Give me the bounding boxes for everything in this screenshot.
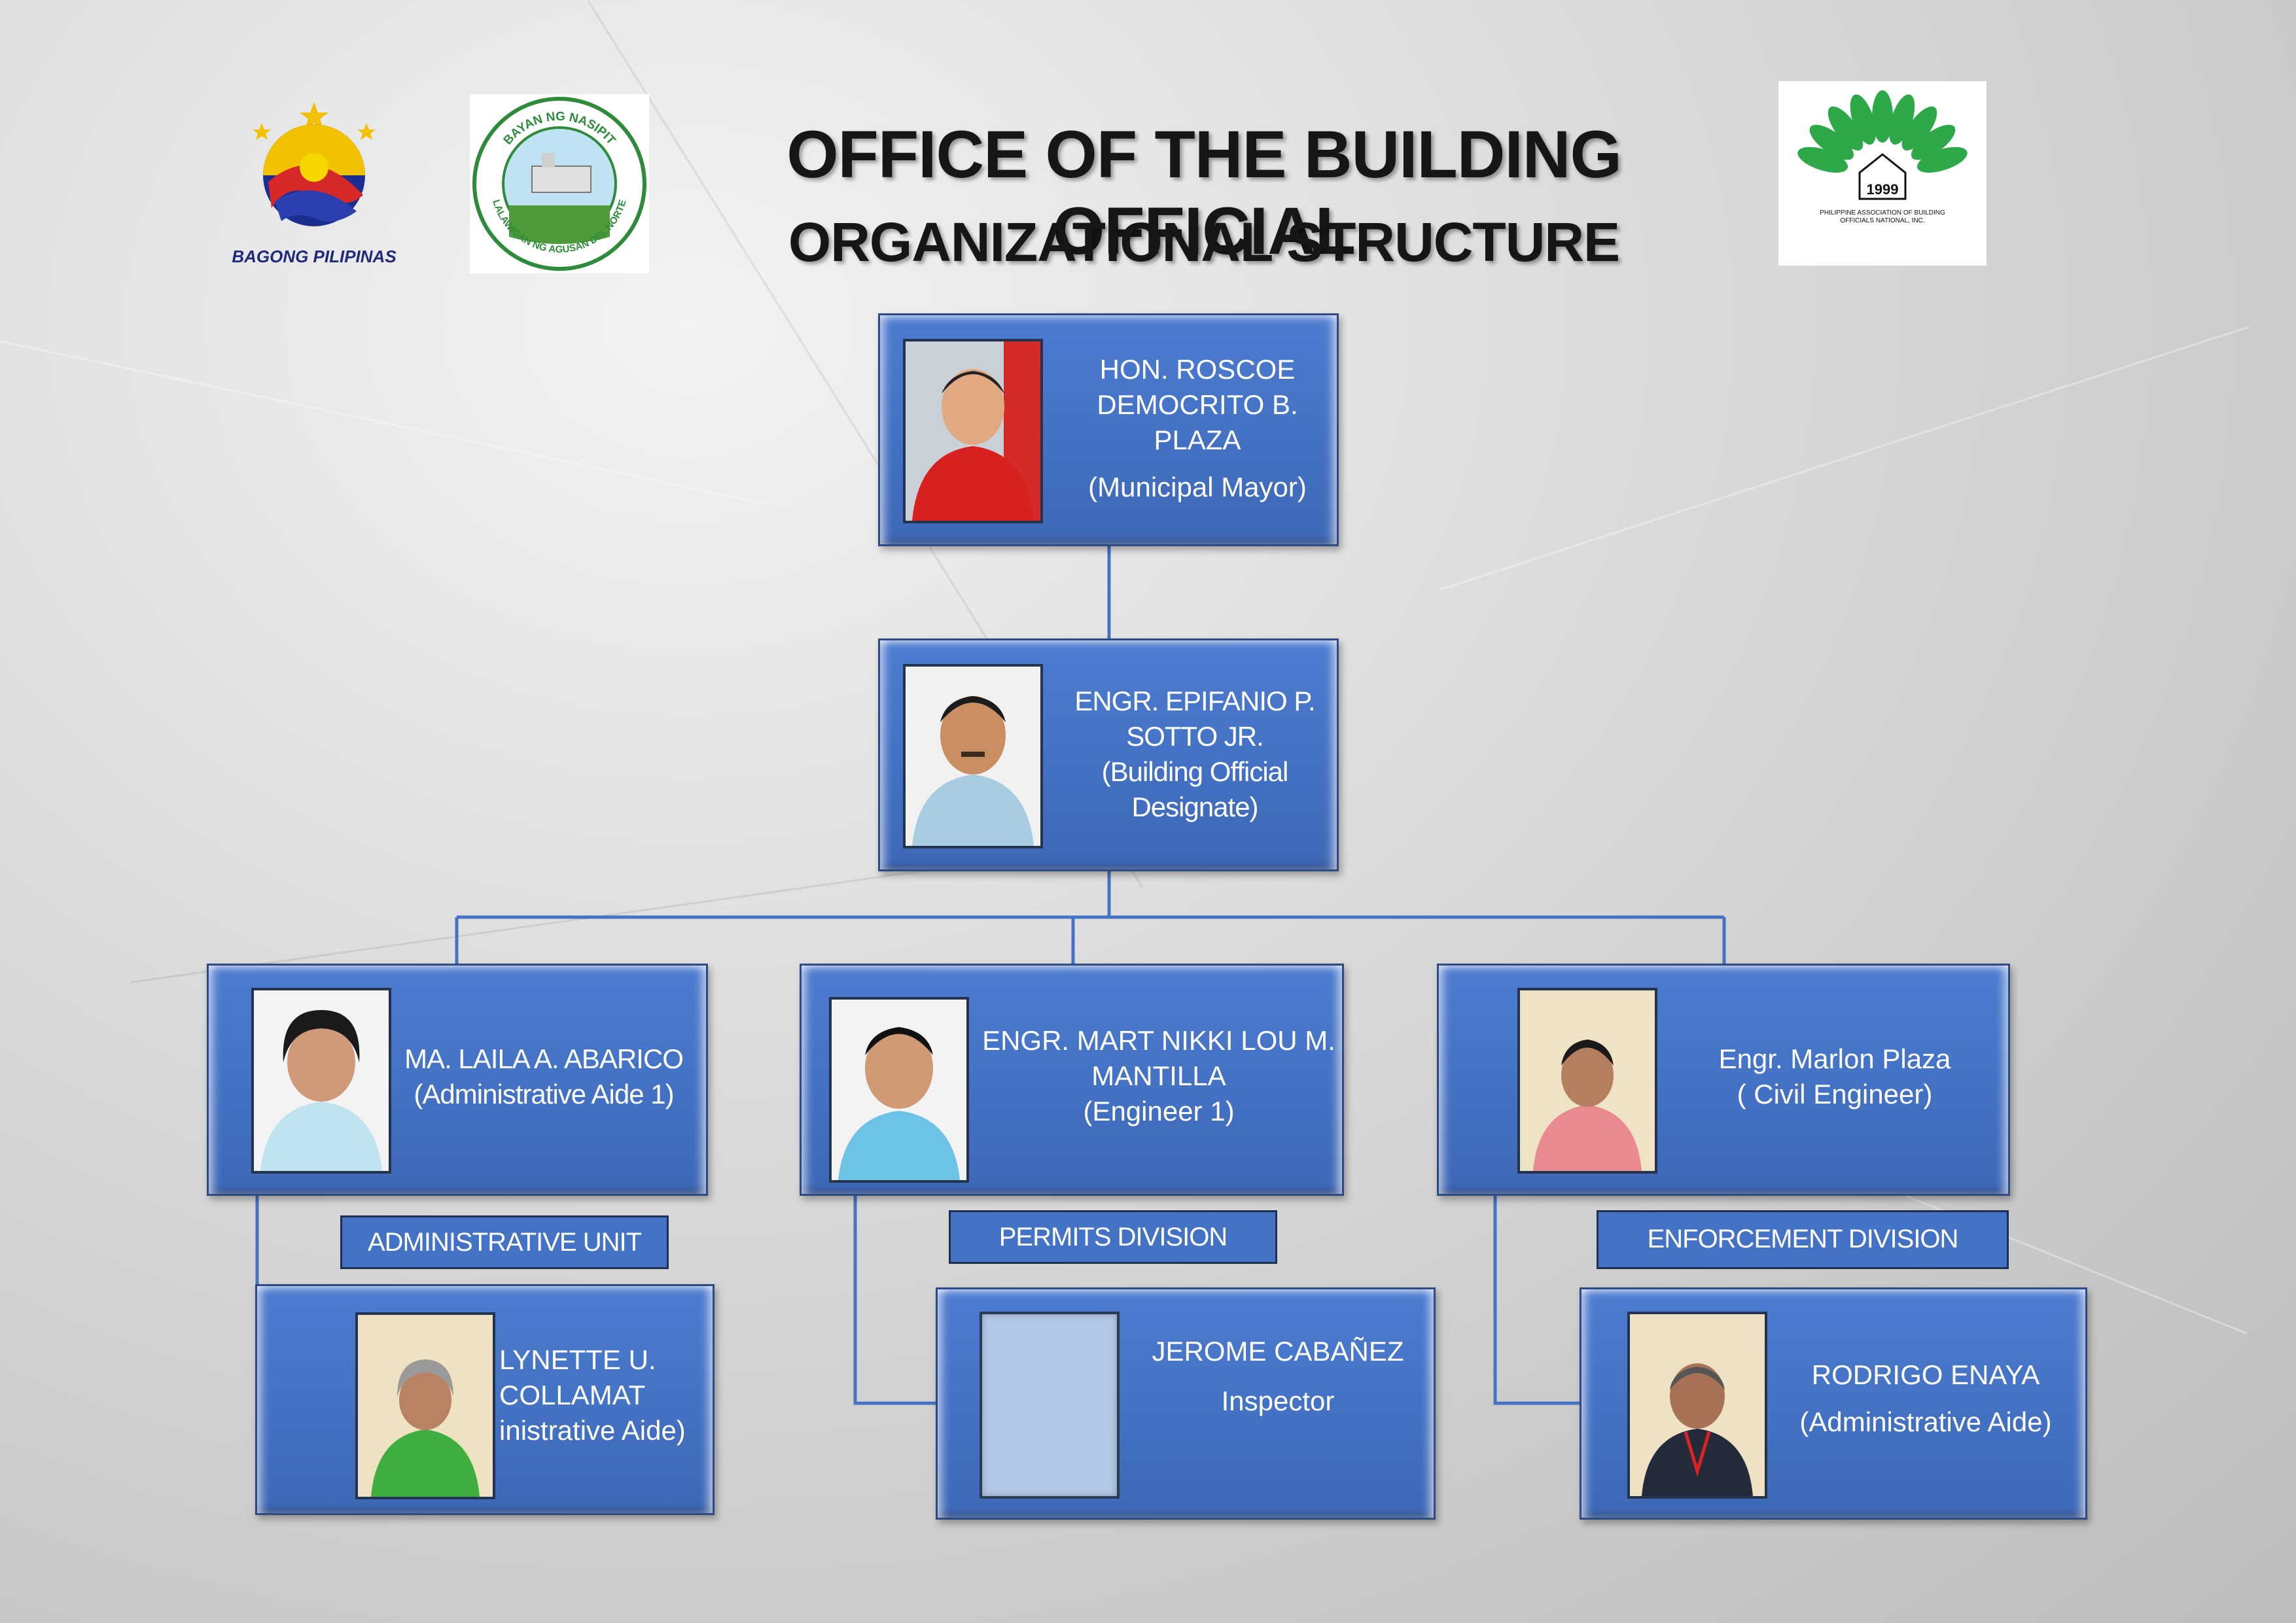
admin-aide-2-photo — [355, 1312, 495, 1499]
org-node-engineer-1: ENGR. MART NIKKI LOU M. MANTILLA (Engine… — [800, 964, 1344, 1196]
mayor-name-line-2: DEMOCRITO B. — [1097, 389, 1298, 420]
civil-engineer-label: Engr. Marlon Plaza ( Civil Engineer) — [1674, 1041, 1995, 1112]
paboi-fan-emblem-icon — [1797, 90, 1968, 200]
administrative-unit-label: ADMINISTRATIVE UNIT — [340, 1215, 669, 1269]
bagong-pilipinas-text: BAGONG PILIPINAS — [232, 247, 397, 266]
nasipit-seal-logo: BAYAN NG NASIPIT LALAWIGAN NG AGUSAN DEL… — [470, 94, 649, 273]
paboi-name: PHILIPPINE ASSOCIATION OF BUILDING OFFIC… — [1820, 209, 1945, 224]
person-photo-icon — [906, 341, 1040, 521]
mayor-label: HON. ROSCOE DEMOCRITO B. PLAZA (Municipa… — [1070, 352, 1325, 505]
bo-name-line-1: ENGR. EPIFANIO P. — [1074, 686, 1315, 716]
engineer-1-name-line-2: MANTILLA — [1091, 1060, 1226, 1091]
admin-aide-3-name: RODRIGO ENAYA — [1811, 1359, 2040, 1390]
building-official-label: ENGR. EPIFANIO P. SOTTO JR. (Building Of… — [1061, 684, 1329, 825]
civil-engineer-role: ( Civil Engineer) — [1737, 1079, 1933, 1109]
permits-division-label: PERMITS DIVISION — [949, 1210, 1277, 1264]
org-node-building-official: ENGR. EPIFANIO P. SOTTO JR. (Building Of… — [878, 638, 1339, 871]
civil-engineer-name: Engr. Marlon Plaza — [1718, 1043, 1951, 1074]
mayor-role: (Municipal Mayor) — [1088, 472, 1307, 502]
bagong-pilipinas-logo: BAGONG PILIPINAS — [216, 97, 412, 267]
person-photo-icon — [1630, 1314, 1765, 1496]
bo-name-line-2: SOTTO JR. — [1126, 721, 1264, 752]
mayor-name-line-3: PLAZA — [1154, 425, 1241, 455]
building-official-photo — [903, 664, 1043, 848]
org-node-admin-aide-3: RODRIGO ENAYA (Administrative Aide) — [1580, 1287, 2087, 1520]
org-node-civil-engineer: Engr. Marlon Plaza ( Civil Engineer) — [1437, 964, 2010, 1196]
inspector-label: JEROME CABAÑEZ Inspector — [1134, 1334, 1422, 1419]
inspector-photo-placeholder — [980, 1312, 1120, 1499]
bo-role-line-2: Designate) — [1131, 792, 1258, 822]
page-subtitle: ORGANIZATIONAL STRUCTURE — [788, 211, 1620, 273]
bagong-pilipinas-emblem-icon — [253, 102, 376, 226]
org-node-inspector: JEROME CABAÑEZ Inspector — [936, 1287, 1436, 1520]
admin-aide-1-label: MA. LAILA A. ABARICO (Administrative Aid… — [387, 1041, 701, 1112]
paboi-year: 1999 — [1866, 181, 1899, 198]
connector-permits-sub — [853, 1196, 937, 1405]
mayor-photo — [903, 339, 1043, 523]
admin-aide-1-role: (Administrative Aide 1) — [414, 1079, 674, 1109]
enforcement-division-label: ENFORCEMENT DIVISION — [1597, 1210, 2009, 1269]
engineer-1-label: ENGR. MART NIKKI LOU M. MANTILLA (Engine… — [976, 1023, 1342, 1129]
civil-engineer-photo — [1517, 988, 1657, 1174]
person-photo-icon — [832, 1000, 966, 1180]
org-node-admin-aide-1: MA. LAILA A. ABARICO (Administrative Aid… — [207, 964, 708, 1196]
person-photo-icon — [254, 990, 389, 1171]
paboi-logo: 1999 PHILIPPINE ASSOCIATION OF BUILDING … — [1778, 81, 1987, 266]
mayor-name-line-1: HON. ROSCOE — [1099, 354, 1296, 385]
org-node-admin-aide-2: LYNETTE U. COLLAMAT inistrative Aide) — [255, 1284, 715, 1515]
admin-aide-3-role: (Administrative Aide) — [1799, 1406, 2052, 1437]
admin-aide-2-label: LYNETTE U. COLLAMAT inistrative Aide) — [499, 1342, 709, 1448]
inspector-role: Inspector — [1221, 1386, 1335, 1416]
admin-aide-2-name-line-2: COLLAMAT — [499, 1380, 646, 1410]
person-photo-icon — [1520, 990, 1655, 1171]
connector-enforcement-sub — [1493, 1196, 1582, 1405]
org-node-mayor: HON. ROSCOE DEMOCRITO B. PLAZA (Municipa… — [878, 313, 1339, 546]
admin-aide-1-photo — [251, 988, 391, 1174]
municipal-seal-icon: BAYAN NG NASIPIT LALAWIGAN NG AGUSAN DEL… — [472, 97, 646, 271]
engineer-1-name-line-1: ENGR. MART NIKKI LOU M. — [982, 1025, 1335, 1056]
admin-aide-3-photo — [1627, 1312, 1767, 1499]
admin-aide-2-name-line-1: LYNETTE U. — [499, 1344, 656, 1375]
page-title: OFFICE OF THE BUILDING OFFICIAL — [786, 117, 1622, 268]
admin-aide-2-role: inistrative Aide) — [499, 1415, 686, 1446]
admin-aide-3-label: RODRIGO ENAYA (Administrative Aide) — [1775, 1357, 2076, 1440]
person-photo-icon — [358, 1315, 493, 1497]
admin-aide-1-name: MA. LAILA A. ABARICO — [404, 1043, 684, 1074]
person-photo-icon — [906, 667, 1040, 846]
bo-role-line-1: (Building Official — [1101, 756, 1289, 787]
inspector-name: JEROME CABAÑEZ — [1152, 1336, 1404, 1367]
engineer-1-role: (Engineer 1) — [1083, 1096, 1235, 1126]
engineer-1-photo — [829, 997, 969, 1183]
